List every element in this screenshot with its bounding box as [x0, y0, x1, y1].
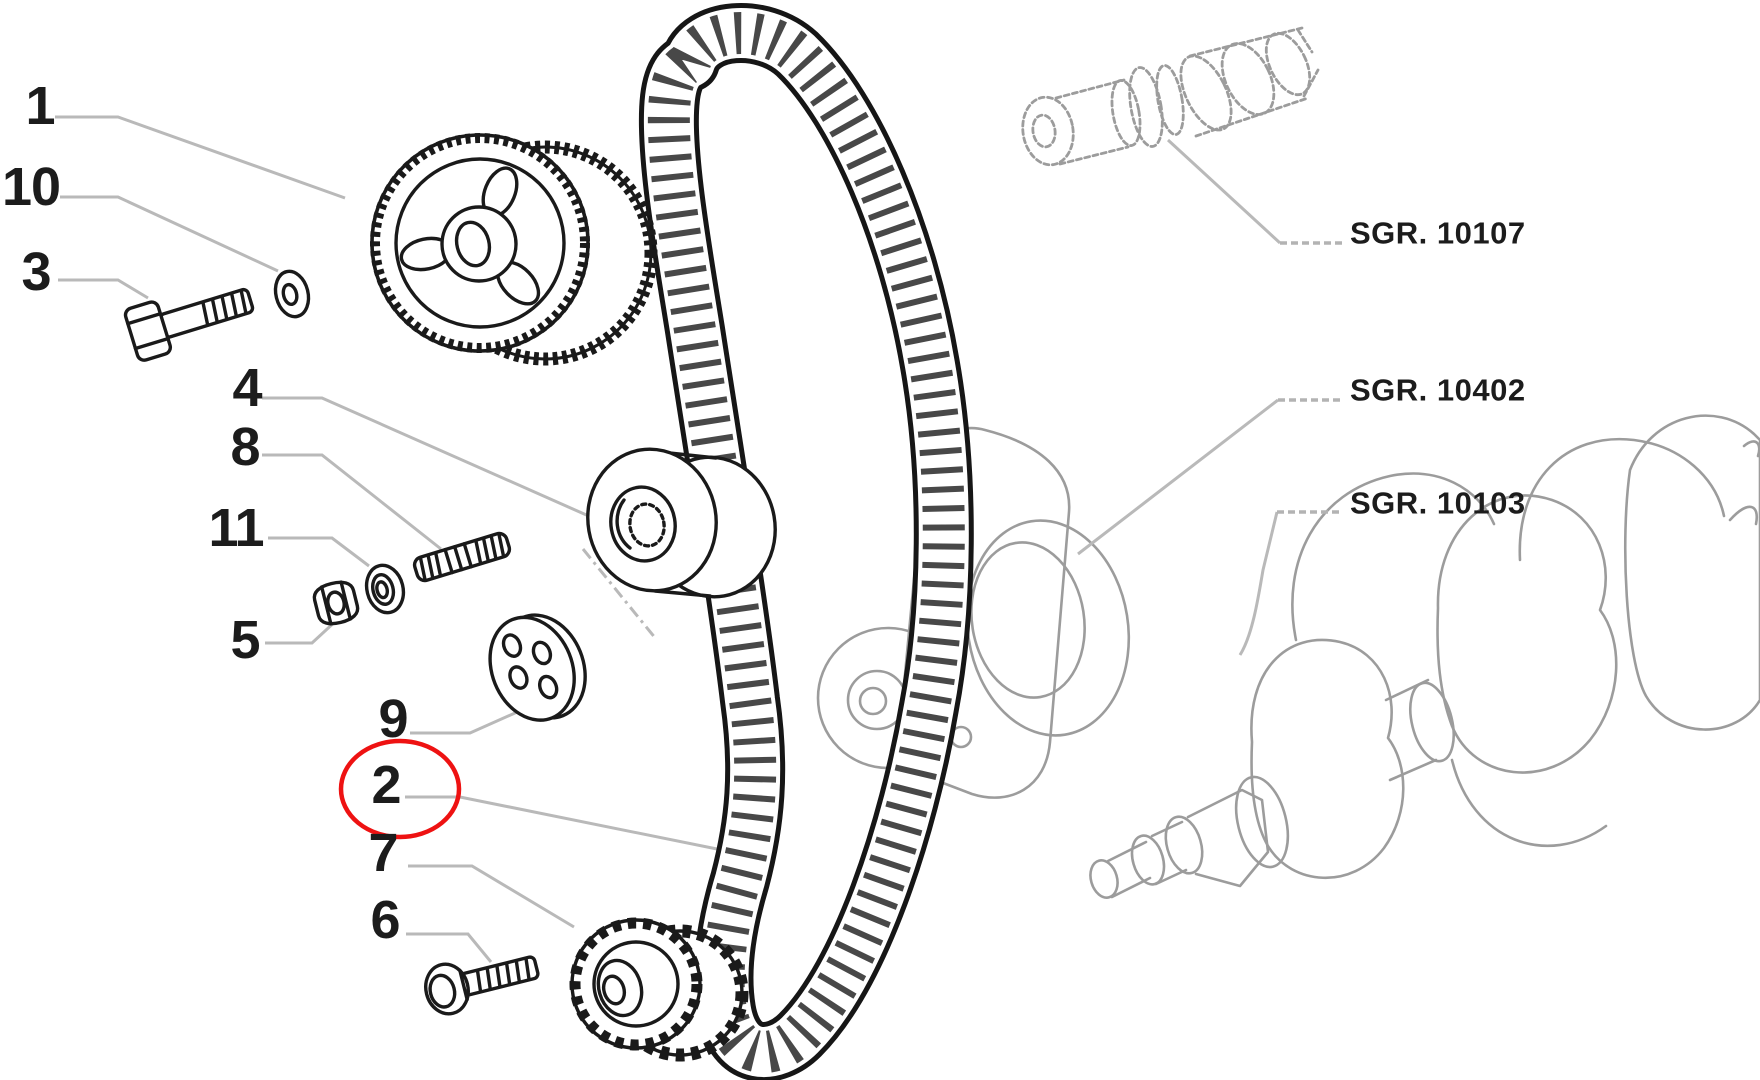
group-label-sgr-10107[interactable]: SGR. 10107 — [1350, 215, 1526, 251]
callout-2-highlighted[interactable]: 2 — [371, 755, 401, 815]
nut-part-5 — [312, 580, 360, 626]
callout-9[interactable]: 9 — [378, 689, 408, 749]
guide-plate-part-9 — [488, 613, 587, 722]
crankshaft-sprocket-part-7 — [569, 917, 749, 1062]
callout-3[interactable]: 3 — [21, 242, 51, 302]
callout-4[interactable]: 4 — [232, 358, 262, 418]
callout-11[interactable]: 11 — [208, 498, 264, 558]
callout-1[interactable]: 1 — [25, 76, 55, 136]
camshaft-sketch — [1021, 26, 1320, 167]
crankshaft-sketch — [1089, 414, 1760, 899]
washer-part-11 — [364, 563, 406, 615]
group-label-sgr-10103[interactable]: SGR. 10103 — [1350, 485, 1526, 521]
callout-5[interactable]: 5 — [230, 610, 260, 670]
bolt-part-3 — [123, 287, 255, 362]
callout-7[interactable]: 7 — [368, 823, 398, 883]
callout-8[interactable]: 8 — [230, 417, 260, 477]
washer-part-10 — [273, 269, 311, 319]
timing-belt-part-2 — [638, 3, 974, 1080]
callout-6[interactable]: 6 — [370, 890, 400, 950]
water-pump-sketch — [816, 426, 1131, 799]
group-label-sgr-10402[interactable]: SGR. 10402 — [1350, 372, 1526, 408]
callout-10[interactable]: 10 — [1, 157, 61, 217]
highlight-ellipse — [338, 738, 462, 840]
flanged-bolt-part-6 — [424, 955, 540, 1016]
stud-part-8 — [412, 531, 512, 583]
tensioner-pulley-part-4 — [586, 447, 777, 599]
leader-lines — [55, 115, 1342, 963]
camshaft-sprocket-part-1 — [370, 133, 658, 366]
